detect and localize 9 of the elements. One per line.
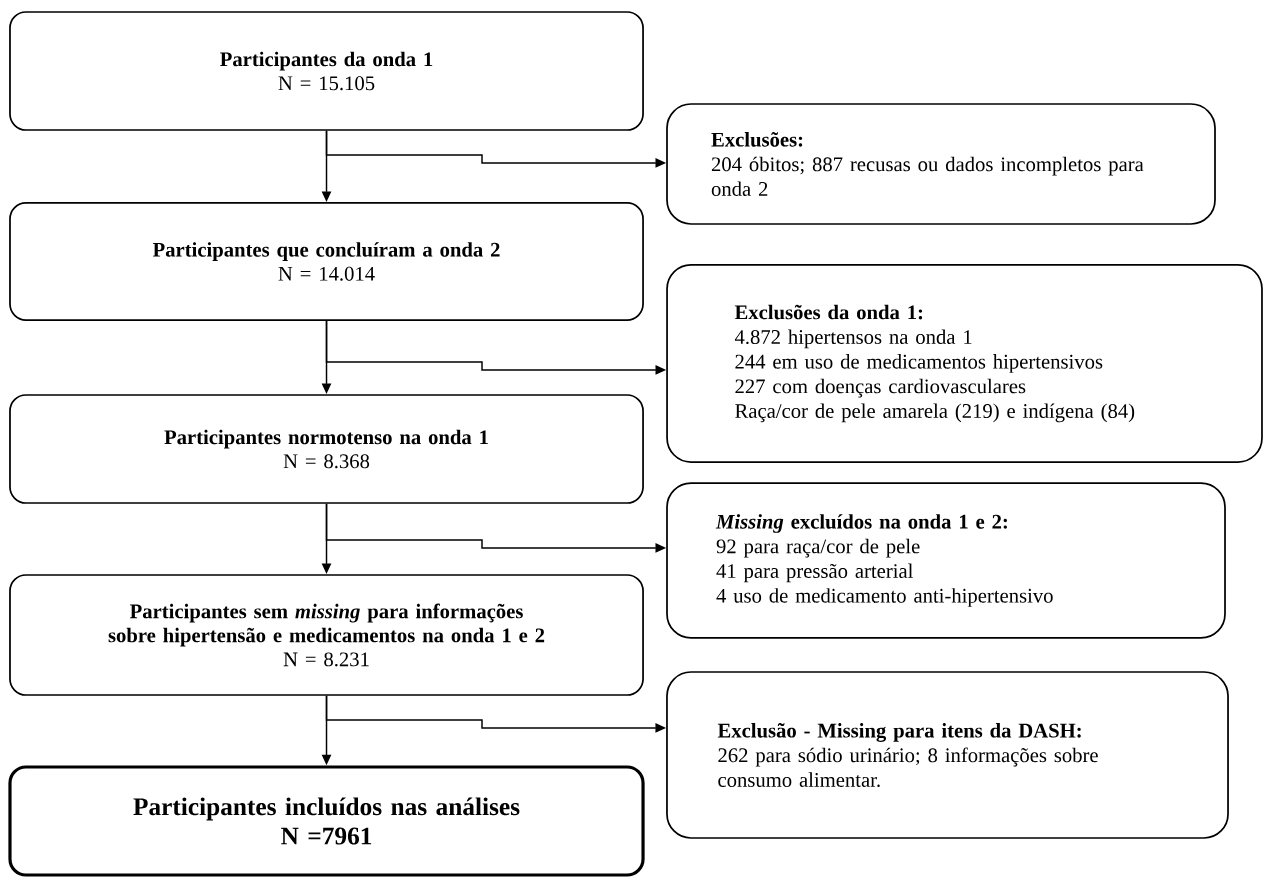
exclusion-box: Exclusão - Missing para itens da DASH: 262 para sódio urinário; 8 informações sobre consumo alimentar.	[666, 671, 1229, 839]
exclusion-box: Exclusões: 204 óbitos; 887 recusas ou dados incompletos para onda 2	[666, 103, 1216, 225]
exclusion-box: Missing excluídos na onda 1 e 2: 92 para raça/cor de pele 41 para pressão arterial 4 uso de medicamento anti-hipertensivo	[666, 482, 1226, 639]
result-box: Participantes incluídos nas análises N =7961	[8, 765, 645, 877]
process-box: Participantes da onda 1 N = 15.105	[9, 11, 644, 131]
process-box: Participantes normotenso na onda 1 N = 8.368	[9, 394, 644, 504]
exclusion-box: Exclusões da onda 1: 4.872 hipertensos na onda 1 244 em uso de medicamentos hipertensivos 227 com doenças cardiovasculares Raça/cor de pele amarela (219) e indígena (84)	[666, 264, 1263, 463]
process-box: Participantes que concluíram a onda 2 N = 14.014	[9, 202, 644, 321]
process-box: Participantes sem missing para informações sobre hipertensão e medicamentos na onda 1 e 2 N = 8.231	[9, 574, 644, 696]
